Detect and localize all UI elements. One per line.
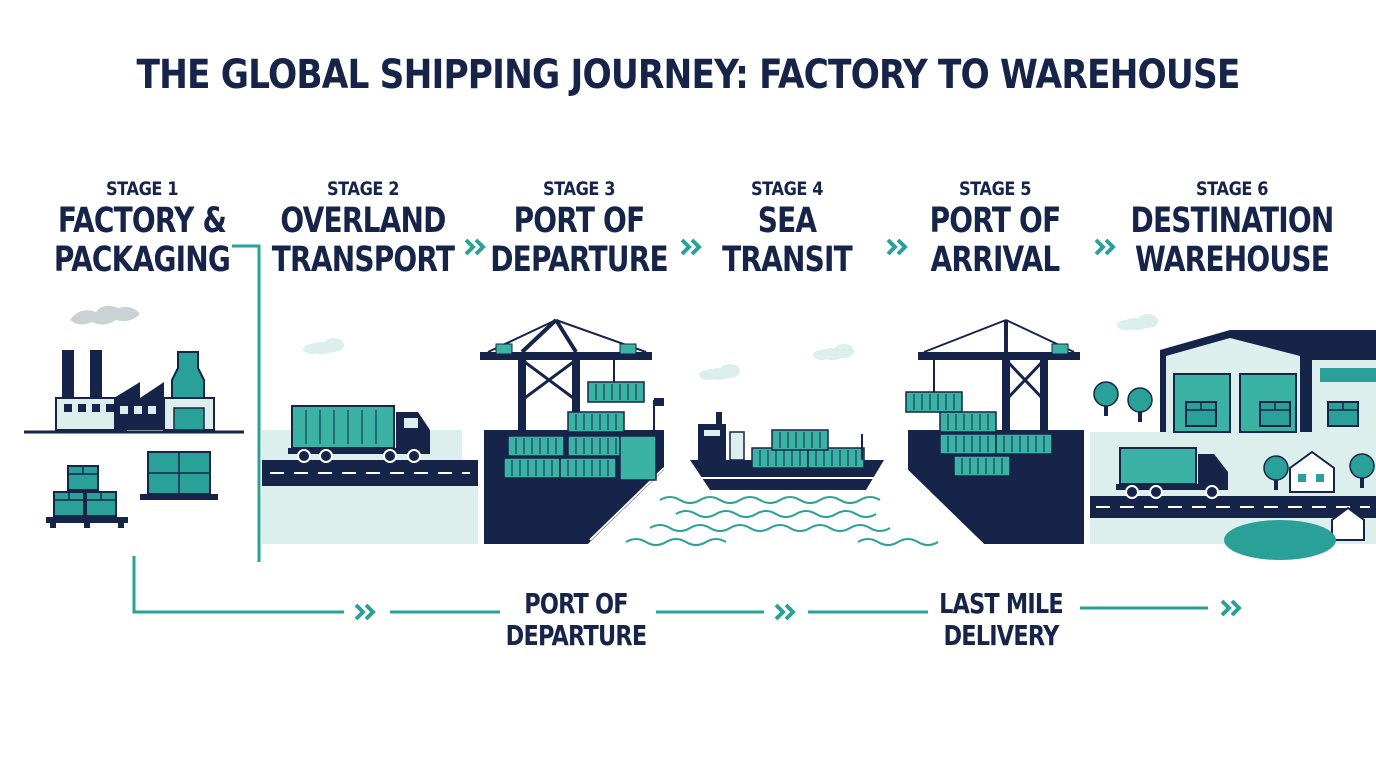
stage-title-line: ARRIVAL bbox=[930, 240, 1061, 280]
chevron-right-icon bbox=[354, 603, 375, 621]
chevron-right-icon bbox=[886, 238, 907, 256]
bottom-flow-label-last-mile: LAST MILE DELIVERY bbox=[891, 588, 1111, 652]
stage-number: STAGE 1 bbox=[105, 178, 179, 200]
stage-2-header: STAGE 2 OVERLAND TRANSPORT bbox=[228, 178, 498, 280]
bottom-flow-connector bbox=[132, 556, 1241, 621]
sea-transit-scene bbox=[625, 344, 939, 546]
stage-title-line: PACKAGING bbox=[53, 240, 231, 280]
stage-number: STAGE 4 bbox=[750, 178, 824, 200]
destination-warehouse-scene bbox=[1090, 314, 1376, 560]
page-title: THE GLOBAL SHIPPING JOURNEY: FACTORY TO … bbox=[136, 52, 1240, 98]
bottom-flow-line: LAST MILE bbox=[939, 587, 1064, 620]
stage-number: STAGE 5 bbox=[958, 178, 1032, 200]
stage-title-line: PORT OF bbox=[513, 201, 646, 241]
bottom-flow-line: PORT OF bbox=[524, 587, 628, 620]
stage-5-header: STAGE 5 PORT OF ARRIVAL bbox=[860, 178, 1130, 280]
stage-4-header: STAGE 4 SEA TRANSIT bbox=[652, 178, 922, 280]
stage-title-line: DESTINATION bbox=[1130, 201, 1335, 241]
stage-title-line: OVERLAND bbox=[280, 201, 446, 241]
stage-1-header: STAGE 1 FACTORY & PACKAGING bbox=[7, 178, 277, 280]
chevron-right-icon bbox=[464, 238, 485, 256]
stage-number: STAGE 3 bbox=[542, 178, 616, 200]
stage-title-line: SEA bbox=[757, 201, 817, 241]
port-of-departure-scene bbox=[480, 318, 666, 546]
bottom-flow-label-port-of-departure: PORT OF DEPARTURE bbox=[466, 588, 686, 652]
stage-title-line: TRANSIT bbox=[722, 240, 853, 280]
overland-truck-scene bbox=[262, 338, 478, 544]
stage-title-line: TRANSPORT bbox=[271, 240, 455, 280]
stage-3-header: STAGE 3 PORT OF DEPARTURE bbox=[444, 178, 714, 280]
pallet-boxes-icon bbox=[46, 451, 218, 528]
stage-number: STAGE 2 bbox=[326, 178, 400, 200]
chevron-right-icon bbox=[774, 603, 795, 621]
stage-6-header: STAGE 6 DESTINATION WAREHOUSE bbox=[1097, 178, 1367, 280]
bottom-flow-line: DEPARTURE bbox=[505, 619, 647, 652]
stage-title-line: WAREHOUSE bbox=[1134, 240, 1330, 280]
factory-icon bbox=[24, 305, 244, 434]
chevron-right-icon bbox=[1094, 238, 1115, 256]
connector-line bbox=[232, 244, 261, 562]
stage-title-line: FACTORY & bbox=[57, 201, 227, 241]
chevron-right-icon bbox=[1220, 599, 1241, 617]
bottom-flow-line: DELIVERY bbox=[943, 619, 1060, 652]
stage-title-line: PORT OF bbox=[929, 201, 1062, 241]
stage-title-line: DEPARTURE bbox=[490, 240, 668, 280]
chevron-right-icon bbox=[680, 238, 701, 256]
port-of-arrival-scene bbox=[904, 319, 1084, 548]
stage-number: STAGE 6 bbox=[1195, 178, 1269, 200]
